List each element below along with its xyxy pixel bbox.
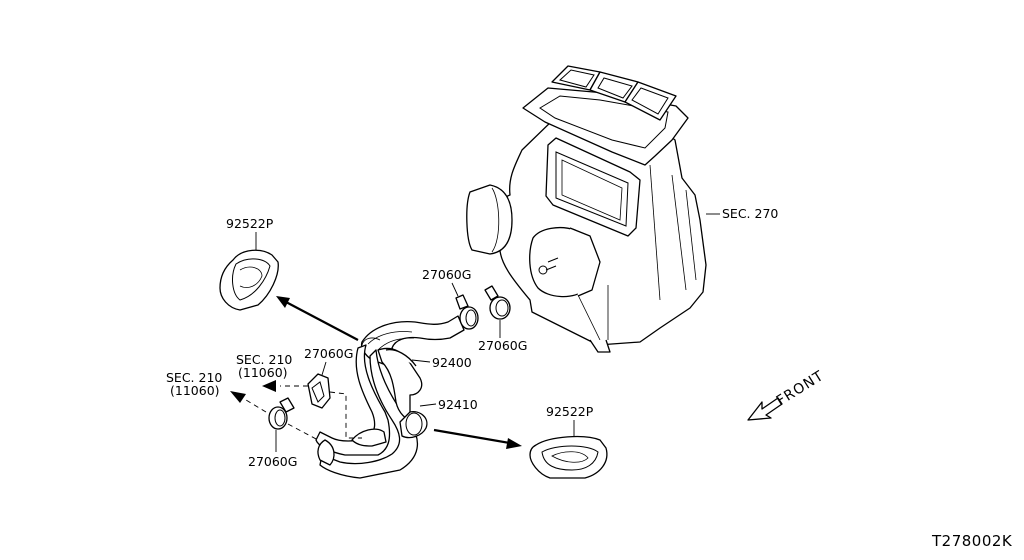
hose-92400-label: 92400 <box>432 355 472 370</box>
sec-210-lower-label: SEC. 210 <box>166 370 222 385</box>
arrowhead-sec210-upper <box>262 380 276 392</box>
arrow-to-grommet-lower <box>433 428 511 445</box>
hose-92410-leader <box>419 403 437 407</box>
diagram-reference-code: T278002K <box>931 532 1013 550</box>
sec-270-callout: SEC. 270 <box>706 206 778 221</box>
sec-270-label: SEC. 270 <box>722 206 778 221</box>
clamp-mid-assembly: 27060G <box>304 346 353 409</box>
dashed-line-lower <box>245 399 267 413</box>
clamp-upper-left <box>459 306 479 330</box>
clamp-upper-left-assembly: 27060G <box>422 267 479 330</box>
clamp-upper-right <box>489 296 511 320</box>
clamp-lower <box>268 406 288 430</box>
clamp-mid <box>307 373 331 409</box>
clamp-mid-leader <box>321 361 327 376</box>
grommet-lower <box>529 435 608 479</box>
hose-92400-leader <box>411 359 431 363</box>
arrowhead-grommet-upper <box>276 296 290 308</box>
front-arrow-icon <box>747 397 783 421</box>
clamp-mid-label: 27060G <box>304 346 353 361</box>
hose-callouts: 92400 92410 <box>411 355 478 412</box>
grommet-lower-assembly: 92522P <box>529 404 608 479</box>
dashed-line-hose <box>329 391 362 439</box>
arrow-to-grommet-upper <box>285 301 359 341</box>
hose-92410 <box>315 337 428 479</box>
front-indicator: FRONT <box>747 368 827 421</box>
grommet-upper-assembly: 92522P <box>219 216 279 311</box>
sec-210-lower-sublabel: (11060) <box>170 383 220 398</box>
clamp-upper-left-label: 27060G <box>422 267 471 282</box>
arrowhead-grommet-lower <box>506 438 522 449</box>
sec-210-upper-sublabel: (11060) <box>238 365 288 380</box>
front-label: FRONT <box>774 368 827 410</box>
clamp-lower-label: 27060G <box>248 454 297 469</box>
clamp-upper-right-assembly: 27060G <box>478 285 527 353</box>
dashed-routing <box>230 380 362 441</box>
clamp-lower-assembly: 27060G <box>248 397 297 469</box>
sec-210-lower-callout: SEC. 210 (11060) <box>166 370 222 398</box>
clamp-upper-right-label: 27060G <box>478 338 527 353</box>
clamp-upper-left-leader <box>451 282 459 297</box>
grommet-upper <box>219 249 279 311</box>
arrowhead-sec210-lower <box>230 391 246 403</box>
heater-unit-assembly <box>466 65 707 353</box>
hose-92410-label: 92410 <box>438 397 478 412</box>
dashed-line-clamp-hose <box>287 423 319 441</box>
grommet-upper-label: 92522P <box>226 216 274 231</box>
sec-210-upper-label: SEC. 210 <box>236 352 292 367</box>
sec-210-upper-callout: SEC. 210 (11060) <box>236 352 292 380</box>
grommet-arrows <box>276 296 522 449</box>
grommet-lower-label: 92522P <box>546 404 594 419</box>
